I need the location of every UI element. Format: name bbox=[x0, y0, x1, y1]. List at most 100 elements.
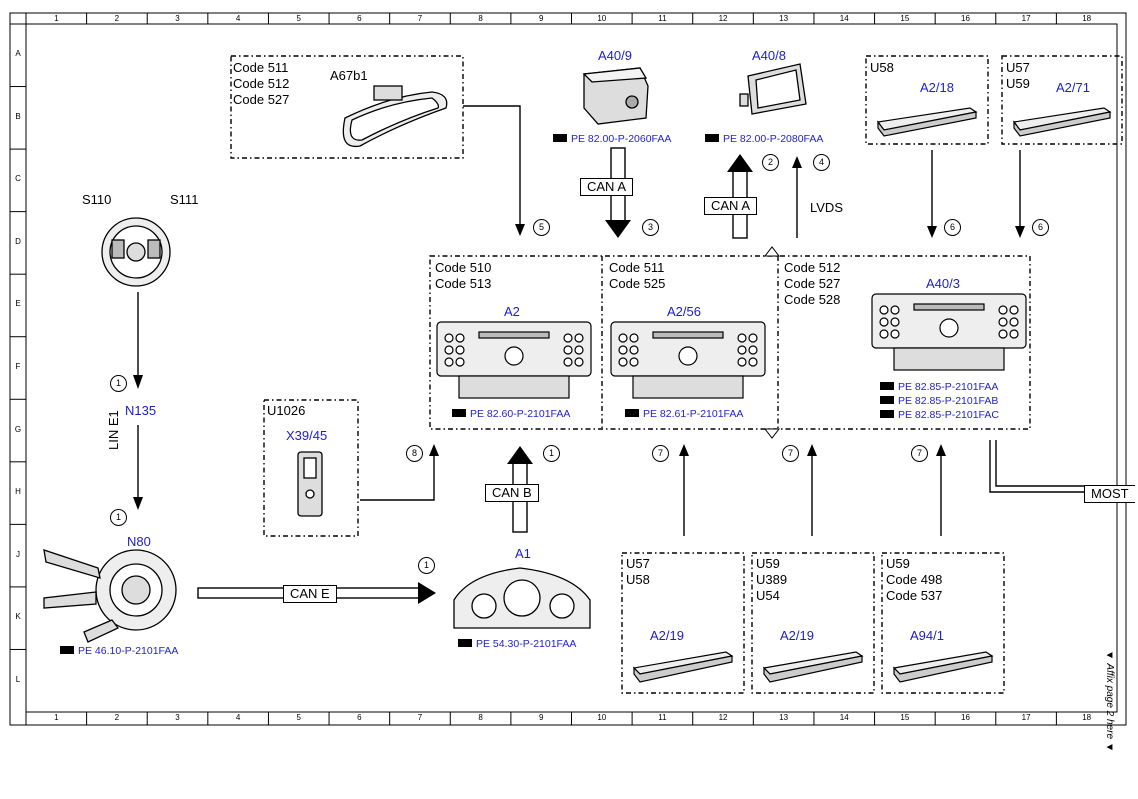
grid-row-label: D bbox=[15, 236, 21, 246]
a2-56-code-2: Code 525 bbox=[609, 276, 666, 291]
grid-column-label: 4 bbox=[235, 14, 241, 23]
a40-8-ref-text: PE 82.00-P-2080FAA bbox=[723, 133, 824, 145]
grid-column-label: 1 bbox=[54, 713, 59, 722]
grid-column-label: 17 bbox=[1021, 14, 1031, 23]
a67b1-codes: Code 511 Code 512 Code 527 bbox=[233, 60, 289, 108]
a67b1-code-1: Code 511 bbox=[233, 60, 289, 75]
grid-column-label: 16 bbox=[961, 14, 970, 23]
can-e-label: CAN E bbox=[283, 585, 337, 603]
lvds-label: LVDS bbox=[810, 200, 843, 215]
box-a67b1 bbox=[230, 55, 464, 159]
module-icon-a94-1 bbox=[892, 651, 994, 683]
hand-icon bbox=[553, 134, 567, 143]
a2-19-left-label: A2/19 bbox=[650, 628, 684, 643]
a40-3-code-3: Code 528 bbox=[784, 292, 841, 307]
module-icon-a2-19-mid bbox=[762, 651, 864, 683]
n80-ref-text: PE 46.10-P-2101FAA bbox=[78, 645, 179, 657]
u58-top-code: U58 bbox=[870, 60, 894, 75]
a2-18-label: A2/18 bbox=[920, 80, 954, 95]
hand-icon bbox=[458, 639, 472, 648]
marker-4: 4 bbox=[813, 154, 830, 171]
a2-56-ref-text: PE 82.61-P-2101FAA bbox=[643, 408, 744, 420]
grid-column-label: 2 bbox=[114, 14, 120, 23]
a2-ref-text: PE 82.60-P-2101FAA bbox=[470, 408, 571, 420]
a2-19-mid-codes: U59 U389 U54 bbox=[756, 556, 787, 604]
a1-ref: PE 54.30-P-2101FAA bbox=[458, 638, 576, 650]
grid-row-label: H bbox=[15, 487, 21, 497]
n80-ref: PE 46.10-P-2101FAA bbox=[60, 645, 178, 657]
a40-8-ref: PE 82.00-P-2080FAA bbox=[705, 133, 823, 145]
grid-column-label: 14 bbox=[839, 14, 849, 23]
marker-3: 3 bbox=[642, 219, 659, 236]
hand-icon bbox=[60, 646, 74, 655]
a40-3-code-1: Code 512 bbox=[784, 260, 841, 275]
marker-1d: 1 bbox=[418, 557, 435, 574]
grid-row-label: K bbox=[15, 612, 21, 622]
box-u1026 bbox=[263, 399, 359, 537]
module-icon-a2-19-left bbox=[632, 651, 734, 683]
grid-column-label: 7 bbox=[417, 713, 423, 722]
marker-7a: 7 bbox=[652, 445, 669, 462]
grid-column-label: 15 bbox=[900, 14, 910, 23]
grid-column-label: 10 bbox=[597, 14, 607, 23]
a2-19-mid-code-1: U59 bbox=[756, 556, 780, 571]
a2-56-codes: Code 511 Code 525 bbox=[609, 260, 665, 292]
grid-row-label: E bbox=[15, 299, 21, 309]
hand-icon bbox=[452, 409, 466, 418]
marker-1b: 1 bbox=[110, 509, 127, 526]
box-a2-19-mid bbox=[751, 552, 875, 694]
radio-icon-a2-56 bbox=[610, 321, 766, 399]
box-radio-group bbox=[429, 255, 1031, 430]
a94-1-label: A94/1 bbox=[910, 628, 944, 643]
can-b-label: CAN B bbox=[485, 484, 539, 502]
a40-3-ref-1-text: PE 82.85-P-2101FAA bbox=[898, 381, 999, 393]
marker-8: 8 bbox=[406, 445, 423, 462]
a2-codes: Code 510 Code 513 bbox=[435, 260, 491, 292]
a2-19-left-codes: U57 U58 bbox=[626, 556, 650, 588]
a2-19-mid-code-3: U54 bbox=[756, 588, 780, 603]
grid-column-label: 18 bbox=[1082, 14, 1092, 23]
steering-wheel-icon bbox=[101, 217, 171, 287]
grid-column-label: 5 bbox=[296, 14, 301, 23]
grid-row-label: B bbox=[15, 111, 21, 121]
grid-column-label: 18 bbox=[1082, 713, 1092, 722]
grid-column-label: 3 bbox=[175, 713, 180, 722]
radio-icon-a40-3 bbox=[871, 293, 1027, 371]
grid-column-label: 8 bbox=[478, 14, 483, 23]
a94-1-code-2: Code 498 bbox=[886, 572, 943, 587]
a94-1-codes: U59 Code 498 Code 537 bbox=[886, 556, 942, 604]
a2-56-ref: PE 82.61-P-2101FAA bbox=[625, 408, 743, 420]
hand-icon bbox=[880, 410, 894, 419]
grid-column-label: 12 bbox=[718, 14, 728, 23]
grid-column-label: 9 bbox=[538, 14, 544, 23]
a2-label: A2 bbox=[504, 304, 520, 319]
a40-3-ref-2: PE 82.85-P-2101FAB bbox=[880, 395, 998, 407]
u57-top-code-1: U57 bbox=[1006, 60, 1030, 75]
a40-9-ref-text: PE 82.00-P-2060FAA bbox=[571, 133, 672, 145]
a40-3-codes: Code 512 Code 527 Code 528 bbox=[784, 260, 840, 308]
switch-module-icon bbox=[43, 549, 177, 643]
grid-column-label: 2 bbox=[114, 713, 120, 722]
box-u58-top bbox=[865, 55, 989, 145]
grid-row-label: A bbox=[15, 49, 21, 59]
marker-6a: 6 bbox=[944, 219, 961, 236]
marker-1a: 1 bbox=[110, 375, 127, 392]
a67b1-code-2: Code 512 bbox=[233, 76, 290, 91]
a94-1-code-3: Code 537 bbox=[886, 588, 943, 603]
grid-column-label: 14 bbox=[839, 713, 849, 722]
most-label: MOST bbox=[1084, 485, 1135, 503]
usb-socket-icon bbox=[297, 451, 323, 517]
grid-column-label: 13 bbox=[779, 713, 789, 722]
a40-9-ref: PE 82.00-P-2060FAA bbox=[553, 133, 671, 145]
hand-icon bbox=[625, 409, 639, 418]
s111-label: S111 bbox=[170, 192, 199, 207]
a94-1-code-1: U59 bbox=[886, 556, 910, 571]
grid-column-label: 12 bbox=[718, 713, 728, 722]
radio-icon-a2 bbox=[436, 321, 592, 399]
hand-icon bbox=[705, 134, 719, 143]
can-a-label-1: CAN A bbox=[580, 178, 634, 196]
box-u57-top bbox=[1001, 55, 1123, 145]
u57-top-code-2: U59 bbox=[1006, 76, 1030, 91]
a2-56-label: A2/56 bbox=[667, 304, 701, 319]
marker-7c: 7 bbox=[911, 445, 928, 462]
